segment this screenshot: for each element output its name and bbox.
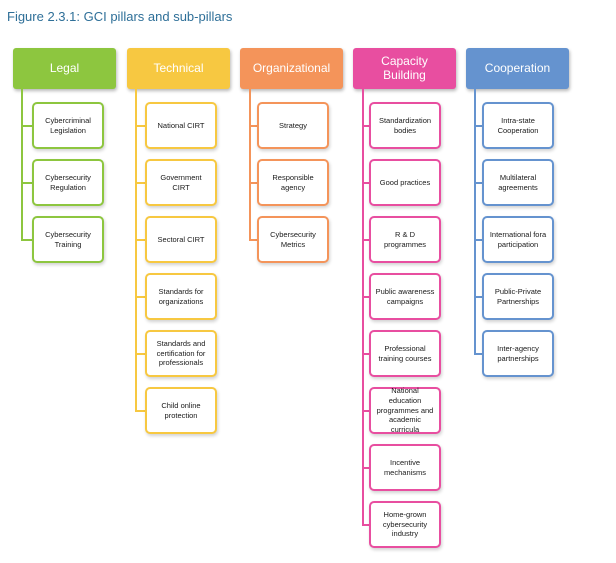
pillar-capacity-building: Capacity Building xyxy=(353,48,456,89)
sub-pillar-connector xyxy=(135,238,145,241)
sub-pillar-label: Home-grown cybersecurity industry xyxy=(382,509,428,539)
sub-pillar-technical: Standards and certification for professi… xyxy=(145,330,217,377)
pillar-technical: Technical xyxy=(127,48,230,89)
sub-pillar-cooperation: International fora participation xyxy=(482,216,554,263)
sub-pillar-connector xyxy=(474,181,482,184)
pillar-technical-connector xyxy=(135,89,137,412)
sub-pillar-connector xyxy=(21,181,32,184)
sub-pillar-label: R & D programmes xyxy=(383,229,427,249)
sub-pillar-organizational: Responsible agency xyxy=(257,159,329,206)
sub-pillar-technical: Sectoral CIRT xyxy=(145,216,217,263)
sub-pillar-connector xyxy=(362,124,369,127)
sub-pillar-label: Standards and certification for professi… xyxy=(156,338,206,368)
sub-pillar-connector xyxy=(21,238,32,241)
sub-pillar-label: Cybersecurity Regulation xyxy=(45,172,91,192)
sub-pillar-label: International fora participation xyxy=(489,229,547,249)
sub-pillar-organizational: Strategy xyxy=(257,102,329,149)
sub-pillar-label: Sectoral CIRT xyxy=(157,234,205,244)
sub-pillar-connector xyxy=(474,295,482,298)
sub-pillar-connector xyxy=(135,124,145,127)
sub-pillar-legal: Cybercriminal Legislation xyxy=(32,102,104,149)
figure-caption: Figure 2.3.1: GCI pillars and sub-pillar… xyxy=(7,9,233,24)
sub-pillar-connector xyxy=(21,124,32,127)
pillar-legal-connector xyxy=(21,89,23,241)
pillar-cooperation: Cooperation xyxy=(466,48,569,89)
sub-pillar-connector xyxy=(249,238,257,241)
sub-pillar-label: Cybersecurity Metrics xyxy=(270,229,316,249)
sub-pillar-label: National CIRT xyxy=(157,120,205,130)
sub-pillar-capacity-building: Public awareness campaigns xyxy=(369,273,441,320)
sub-pillar-connector xyxy=(474,124,482,127)
sub-pillar-label: Good practices xyxy=(379,177,431,187)
sub-pillar-capacity-building: Incentive mechanisms xyxy=(369,444,441,491)
sub-pillar-connector xyxy=(135,295,145,298)
sub-pillar-connector xyxy=(362,352,369,355)
sub-pillar-connector xyxy=(362,409,369,412)
sub-pillar-label: Inter-agency partnerships xyxy=(497,343,539,363)
sub-pillar-cooperation: Inter-agency partnerships xyxy=(482,330,554,377)
sub-pillar-technical: Standards for organizations xyxy=(145,273,217,320)
sub-pillar-organizational: Cybersecurity Metrics xyxy=(257,216,329,263)
sub-pillar-capacity-building: Home-grown cybersecurity industry xyxy=(369,501,441,548)
sub-pillar-cooperation: Multilateral agreements xyxy=(482,159,554,206)
sub-pillar-label: Strategy xyxy=(279,120,307,130)
sub-pillar-capacity-building: Professional training courses xyxy=(369,330,441,377)
sub-pillar-connector xyxy=(135,352,145,355)
sub-pillar-label: Intra-state Cooperation xyxy=(497,115,539,135)
sub-pillar-connector xyxy=(249,124,257,127)
sub-pillar-label: Responsible agency xyxy=(272,172,314,192)
pillar-organizational-connector xyxy=(249,89,251,241)
sub-pillar-connector xyxy=(362,295,369,298)
sub-pillar-technical: Child online protection xyxy=(145,387,217,434)
sub-pillar-connector xyxy=(362,181,369,184)
sub-pillar-cooperation: Public-Private Partnerships xyxy=(482,273,554,320)
sub-pillar-technical: National CIRT xyxy=(145,102,217,149)
sub-pillar-label: Incentive mechanisms xyxy=(383,457,427,477)
sub-pillar-capacity-building: National education programmes and academ… xyxy=(369,386,441,435)
sub-pillar-label: Public awareness campaigns xyxy=(375,286,435,306)
sub-pillar-technical: Government CIRT xyxy=(145,159,217,206)
sub-pillar-capacity-building: Standardization bodies xyxy=(369,102,441,149)
sub-pillar-capacity-building: R & D programmes xyxy=(369,216,441,263)
sub-pillar-label: Cybercriminal Legislation xyxy=(45,115,91,135)
sub-pillar-label: Child online protection xyxy=(161,400,201,420)
sub-pillar-label: Professional training courses xyxy=(378,343,432,363)
sub-pillar-legal: Cybersecurity Training xyxy=(32,216,104,263)
pillar-organizational: Organizational xyxy=(240,48,343,89)
sub-pillar-capacity-building: Good practices xyxy=(369,159,441,206)
sub-pillar-connector xyxy=(362,466,369,469)
sub-pillar-legal: Cybersecurity Regulation xyxy=(32,159,104,206)
sub-pillar-connector xyxy=(135,409,145,412)
sub-pillar-label: Standards for organizations xyxy=(158,286,204,306)
sub-pillar-label: Standardization bodies xyxy=(378,115,432,135)
sub-pillar-label: Public-Private Partnerships xyxy=(494,286,542,306)
sub-pillar-connector xyxy=(135,181,145,184)
sub-pillar-connector xyxy=(362,238,369,241)
sub-pillar-connector xyxy=(474,238,482,241)
pillar-cooperation-connector xyxy=(474,89,476,355)
sub-pillar-connector xyxy=(249,181,257,184)
sub-pillar-connector xyxy=(474,352,482,355)
sub-pillar-label: Government CIRT xyxy=(160,172,202,192)
sub-pillar-label: Cybersecurity Training xyxy=(45,229,91,249)
sub-pillar-label: Multilateral agreements xyxy=(498,172,538,192)
pillar-legal: Legal xyxy=(13,48,116,89)
sub-pillar-connector xyxy=(362,523,369,526)
pillar-capacity-building-connector xyxy=(362,89,364,526)
sub-pillar-cooperation: Intra-state Cooperation xyxy=(482,102,554,149)
sub-pillar-label: National education programmes and academ… xyxy=(376,386,434,435)
